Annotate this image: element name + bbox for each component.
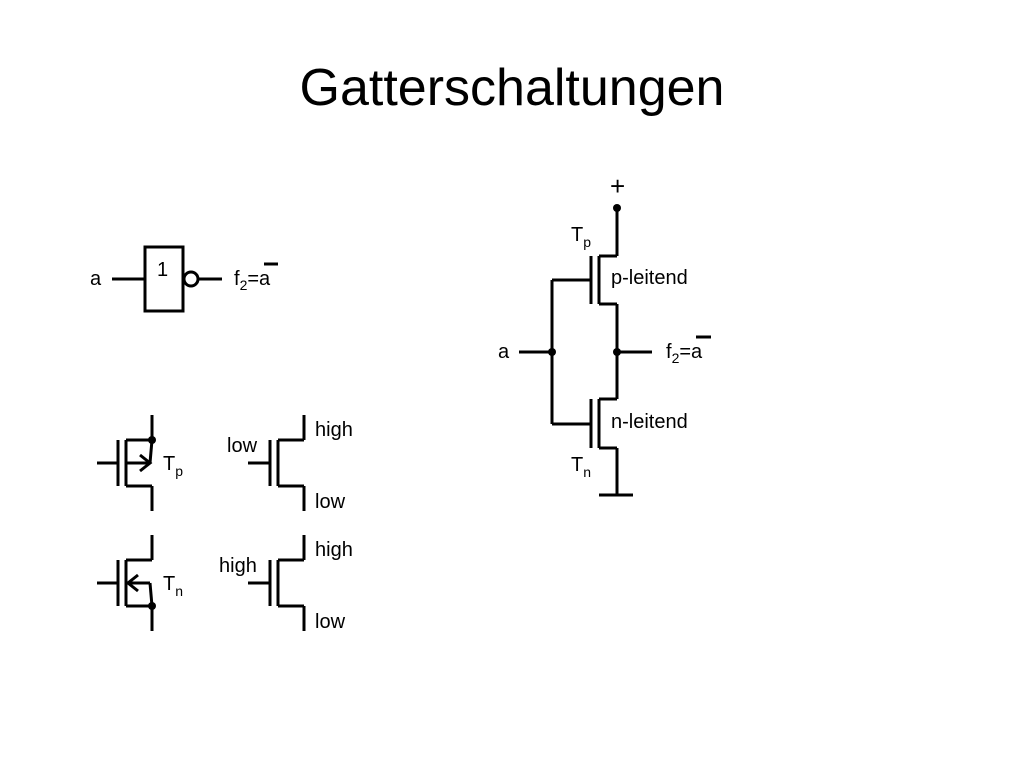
- gate-input-label: a: [90, 268, 102, 290]
- supply-plus-label: +: [610, 171, 625, 201]
- slide-title: Gatterschaltungen: [299, 59, 725, 117]
- n-transistor-symbol: Tn: [97, 535, 183, 631]
- n-bottom-level: low: [315, 611, 346, 633]
- junction-dot: [148, 436, 156, 444]
- p-bottom-level: low: [315, 491, 346, 513]
- p-transistor-symbol: Tp: [97, 415, 183, 511]
- tn-label: Tn: [163, 573, 183, 599]
- p-top-level: high: [315, 419, 353, 441]
- n-top-level: high: [315, 539, 353, 561]
- inverter-tp-label: Tp: [571, 224, 591, 250]
- tp-label: Tp: [163, 453, 183, 479]
- inverter-input-label: a: [498, 341, 510, 363]
- arrow-in-icon: [125, 573, 139, 593]
- p-gate-level: low: [227, 435, 258, 457]
- inverter-output-label: f2=a: [666, 341, 703, 366]
- inversion-bubble: [182, 270, 200, 288]
- n-leitend-label: n-leitend: [611, 411, 688, 433]
- p-switch-behavior: low high low: [227, 415, 353, 513]
- cmos-inverter: + Tp p-leitend f2=a a: [498, 171, 711, 497]
- not-gate: a 1 f2=a: [90, 245, 278, 313]
- junction-dot: [148, 602, 156, 610]
- n-gate-level: high: [219, 555, 257, 577]
- gate-box-label: 1: [157, 259, 168, 281]
- gate-output-label: f2=a: [234, 268, 271, 293]
- inverter-tn-label: Tn: [571, 454, 591, 480]
- n-switch-behavior: high high low: [219, 535, 353, 633]
- p-leitend-label: p-leitend: [611, 267, 688, 289]
